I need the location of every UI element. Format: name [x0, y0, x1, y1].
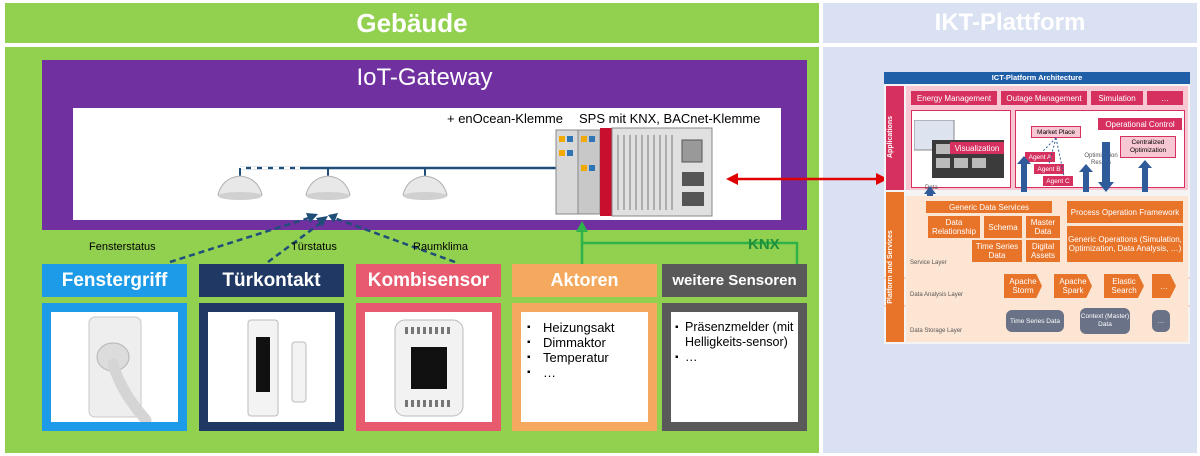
card-weitere-sensoren: Präsenzmelder (mit Helligkeits-sensor) …	[662, 303, 807, 431]
data-storage-layer-label: Data Storage Layer	[910, 328, 963, 334]
weitere-item: Präsenzmelder (mit Helligkeits-sensor)	[675, 320, 794, 350]
weitere-list: Präsenzmelder (mit Helligkeits-sensor) …	[675, 320, 794, 365]
master-data: Master Data	[1026, 216, 1060, 238]
window-handle-icon	[88, 316, 152, 426]
app-simulation: Simulation	[1091, 91, 1143, 105]
enocean-label: + enOcean-Klemme	[447, 111, 563, 126]
aktoren-item: Dimmaktor	[527, 335, 642, 350]
ict-architecture: ICT-Platform Architecture Applications P…	[884, 72, 1190, 344]
agent-b: Agent B	[1034, 164, 1064, 174]
storage-context: Context (Master) Data	[1080, 308, 1130, 334]
raumklima-label: Raumklima	[413, 241, 469, 253]
fenster-link	[169, 215, 313, 264]
card-tuerkontakt	[199, 303, 344, 431]
visualization-screenshot-icon	[914, 120, 1004, 178]
agent-a: Agent A	[1025, 152, 1055, 162]
digital-assets: Digital Assets	[1026, 240, 1060, 262]
plc-controller-icon	[555, 127, 713, 217]
iot-gateway-title: IoT-Gateway	[356, 64, 493, 91]
app-more: …	[1147, 91, 1183, 105]
operational-control-button: Operational Control	[1098, 118, 1182, 130]
sensor-head-kombisensor: Kombisensor	[356, 264, 501, 297]
generic-data-services: Generic Data Services	[926, 201, 1052, 213]
app-outage-management: Outage Management	[1001, 91, 1087, 105]
sensor-head-weitere: weitere Sensoren	[662, 264, 807, 297]
sps-label: SPS mit KNX, BACnet-Klemme	[579, 111, 761, 126]
aktoren-list: Heizungsakt Dimmaktor Temperatur …	[527, 320, 642, 380]
time-series-data-box: Time Series Data	[972, 240, 1022, 262]
sensor-head-aktoren: Aktoren	[512, 264, 657, 297]
door-contact-icon	[247, 319, 307, 417]
storage-time-series: Time Series Data	[1006, 310, 1064, 332]
header-gebaeude: Gebäude	[5, 3, 819, 43]
sensor-head-tuerkontakt: Türkontakt	[199, 264, 344, 297]
card-kombisensor	[356, 303, 501, 431]
raum-link	[333, 216, 456, 264]
weitere-item: …	[675, 350, 794, 365]
process-operation-framework: Process Operation Framework	[1067, 201, 1183, 223]
app-energy-management: Energy Management	[911, 91, 997, 105]
aktoren-item: Heizungsakt	[527, 320, 642, 335]
schema: Schema	[984, 216, 1022, 238]
antenna-icon-2	[305, 175, 351, 200]
market-place-box: Market Place	[1031, 126, 1081, 138]
antenna-icon-3	[402, 175, 448, 200]
generic-operations: Generic Operations (Simulation, Optimiza…	[1067, 226, 1183, 262]
knx-bus-line	[580, 241, 799, 264]
aktoren-item: …	[527, 365, 642, 380]
apache-storm: Apache Storm	[1004, 274, 1042, 298]
knx-label: KNX	[748, 236, 780, 253]
optimization-results-label: Optimization Results	[1084, 153, 1118, 166]
apache-spark: Apache Spark	[1054, 274, 1092, 298]
card-fenstergriff	[42, 303, 187, 431]
data-relationship: Data Relationship	[928, 216, 980, 238]
sensor-head-fenstergriff: Fenstergriff	[42, 264, 187, 297]
tuer-link	[267, 220, 323, 264]
centralized-optimization-box: Centralized Optimization	[1120, 136, 1176, 158]
ict-title: ICT-Platform Architecture	[884, 72, 1190, 84]
header-ikt-plattform: IKT-Plattform	[823, 3, 1197, 43]
visualization-button: Visualization	[950, 142, 1004, 154]
aktoren-item: Temperatur	[527, 350, 642, 365]
data-analysis-layer-label: Data Analysis Layer	[910, 292, 964, 298]
tuerstatus-label: Türstatus	[291, 241, 337, 253]
combi-sensor-icon	[394, 319, 464, 417]
antenna-icon-1	[217, 175, 263, 200]
storage-more: …	[1152, 310, 1170, 332]
elastic-search: Elastic Search	[1104, 274, 1144, 298]
analysis-more: …	[1152, 274, 1176, 298]
agent-c: Agent C	[1043, 176, 1073, 186]
fensterstatus-label: Fensterstatus	[89, 241, 156, 253]
service-layer-label: Service Layer	[910, 260, 947, 266]
applications-band	[886, 86, 904, 190]
platform-band	[886, 192, 904, 342]
card-aktoren: Heizungsakt Dimmaktor Temperatur …	[512, 303, 657, 431]
